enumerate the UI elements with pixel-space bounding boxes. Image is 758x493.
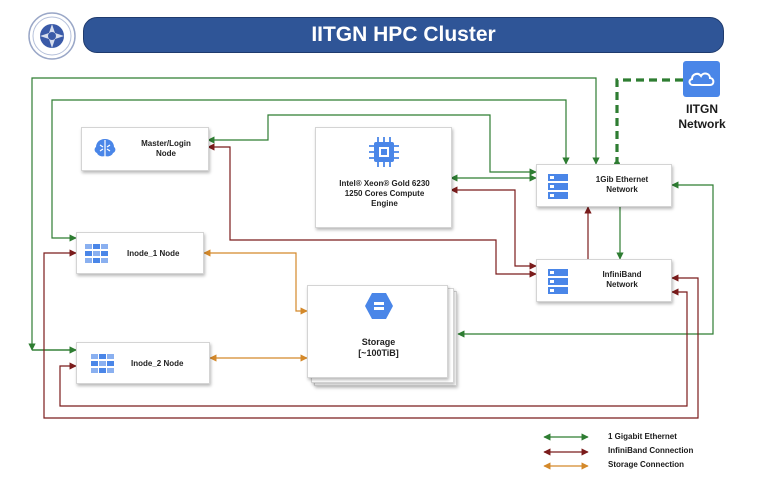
page-title: IITGN HPC Cluster: [83, 17, 724, 53]
inode2-label: Inode_2 Node: [131, 359, 184, 368]
legend-infiniband-label: InfiniBand Connection: [608, 446, 694, 455]
ib-line-inode1: [43, 249, 699, 419]
ib-line-inode2: [59, 288, 688, 407]
cloud-network-label: IITGN Network: [678, 102, 726, 131]
uplink-dashed: [615, 78, 683, 163]
server-rack-icon: [548, 269, 568, 294]
ethernet-network-node[interactable]: 1Gib Ethernet Network: [536, 164, 672, 207]
infiniband-network-node[interactable]: InfiniBand Network: [536, 259, 672, 302]
compute-node-label: Intel® Xeon® Gold 6230 1250 Cores Comput…: [339, 179, 430, 208]
ib-line-compute: [450, 186, 537, 270]
legend-storage-label: Storage Connection: [608, 460, 685, 469]
storage-line-inode1: [203, 249, 308, 315]
grid-nodes-icon: [91, 354, 114, 373]
legend-ethernet-label: 1 Gigabit Ethernet: [608, 432, 677, 441]
brain-icon: [94, 139, 116, 157]
infiniband-network-label: InfiniBand Network: [602, 270, 642, 289]
server-rack-icon: [548, 174, 568, 199]
eth-line-outer: [28, 77, 600, 351]
storage-hexagon-icon: [365, 293, 393, 319]
cloud-network-icon: [683, 61, 720, 97]
inode2-node[interactable]: Inode_2 Node: [76, 342, 210, 384]
eth-line-inner: [51, 99, 570, 242]
storage-node[interactable]: Storage [~100TiB]: [307, 285, 448, 378]
inode1-label: Inode_1 Node: [127, 249, 180, 258]
ethernet-network-label: 1Gib Ethernet Network: [595, 175, 649, 194]
cpu-chip-icon: [369, 137, 399, 167]
inode1-node[interactable]: Inode_1 Node: [76, 232, 204, 274]
grid-nodes-icon: [85, 244, 108, 263]
storage-label: Storage [~100TiB]: [358, 337, 399, 358]
compute-engine-node[interactable]: Intel® Xeon® Gold 6230 1250 Cores Comput…: [315, 127, 452, 228]
iitgn-logo: [27, 11, 77, 61]
master-login-node[interactable]: Master/Login Node: [81, 127, 209, 171]
master-node-label: Master/Login Node: [141, 139, 191, 158]
